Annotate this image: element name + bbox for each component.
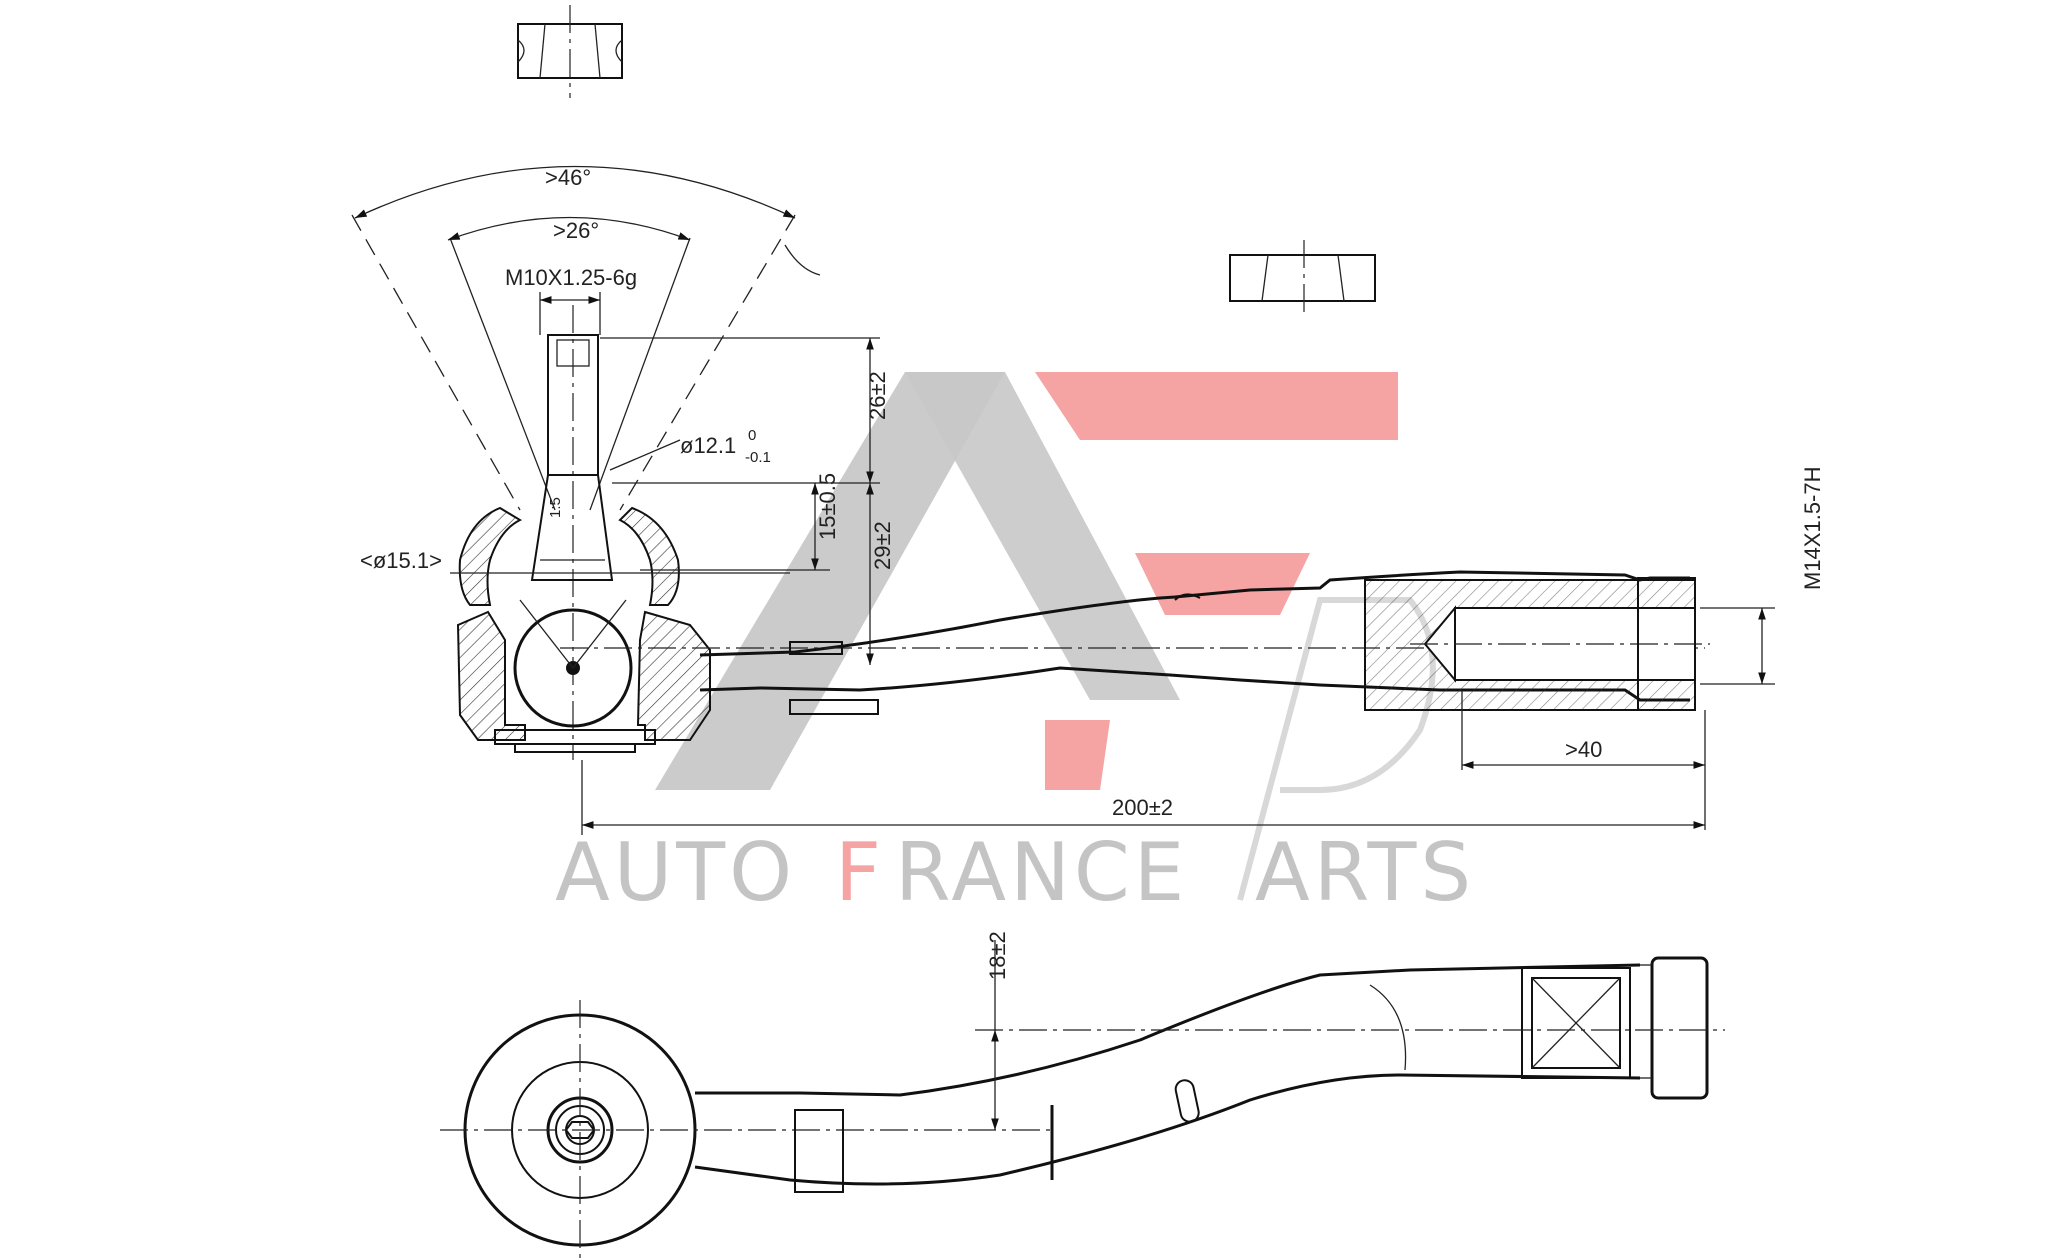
- angle-inner-label: >26°: [553, 218, 599, 243]
- thread-depth-label: >40: [1565, 737, 1602, 762]
- ball-joint: [513, 608, 633, 728]
- overall-length-label: 200±2: [1112, 795, 1173, 820]
- housing-left: [456, 610, 526, 741]
- logo-red-bar-top: [1035, 372, 1398, 440]
- nut-top-view-left: [517, 5, 623, 98]
- thread-depth-dimension: >40: [1461, 690, 1706, 830]
- logo-red-bar-low: [1045, 720, 1110, 790]
- taper-label: 1:5: [547, 497, 564, 518]
- tie-rod-side-body: [560, 570, 1710, 715]
- logo-red-bar-mid: [1135, 553, 1310, 615]
- inner-thread-dimension: M14X1.5-7H: [1700, 466, 1825, 685]
- overall-length-dimension: 200±2: [581, 760, 1705, 835]
- tie-rod-top-view: [440, 956, 1725, 1259]
- brand-word-parts: ARTS: [1255, 826, 1475, 919]
- watermark-logo: AUTO F RANCE ARTS: [555, 372, 1475, 919]
- angle-outer-label: >46°: [545, 165, 591, 190]
- angle-lines: >46° >26°: [351, 165, 821, 511]
- ball-height-label: 29±2: [870, 521, 895, 570]
- neck-diameter-label: <ø15.1>: [360, 548, 442, 573]
- inner-thread-label: M14X1.5-7H: [1800, 466, 1825, 590]
- dust-boot-right: [618, 506, 680, 606]
- ball-stud-section: 1:5 <ø15.1> ø12.1 0 -0.1: [360, 305, 790, 760]
- stud-diameter-label: ø12.1: [680, 433, 736, 458]
- brand-word-france: RANCE: [895, 826, 1188, 919]
- logo-a-right-leg: [905, 372, 1180, 700]
- brand-word-france-initial: F: [835, 826, 885, 919]
- stud-thread-dimension: M10X1.25-6g: [505, 265, 637, 335]
- stud-diameter-tol-upper: 0: [748, 427, 756, 444]
- stud-thread-label: M10X1.25-6g: [505, 265, 637, 290]
- dust-boot: [458, 506, 523, 606]
- housing-right: [636, 610, 711, 741]
- taper-height-label: 15±0.5: [815, 473, 840, 540]
- nut-side-view-right: [1229, 240, 1376, 315]
- stud-diameter-tol-lower: -0.1: [745, 449, 771, 466]
- offset-dimension: 18±2: [985, 931, 1010, 1130]
- vertical-dimensions: 26±2 15±0.5 29±2: [600, 337, 895, 665]
- stud-length-label: 26±2: [865, 371, 890, 420]
- offset-label: 18±2: [985, 931, 1010, 980]
- brand-word-auto: AUTO: [555, 826, 796, 919]
- logo-a-shape: [655, 372, 1005, 790]
